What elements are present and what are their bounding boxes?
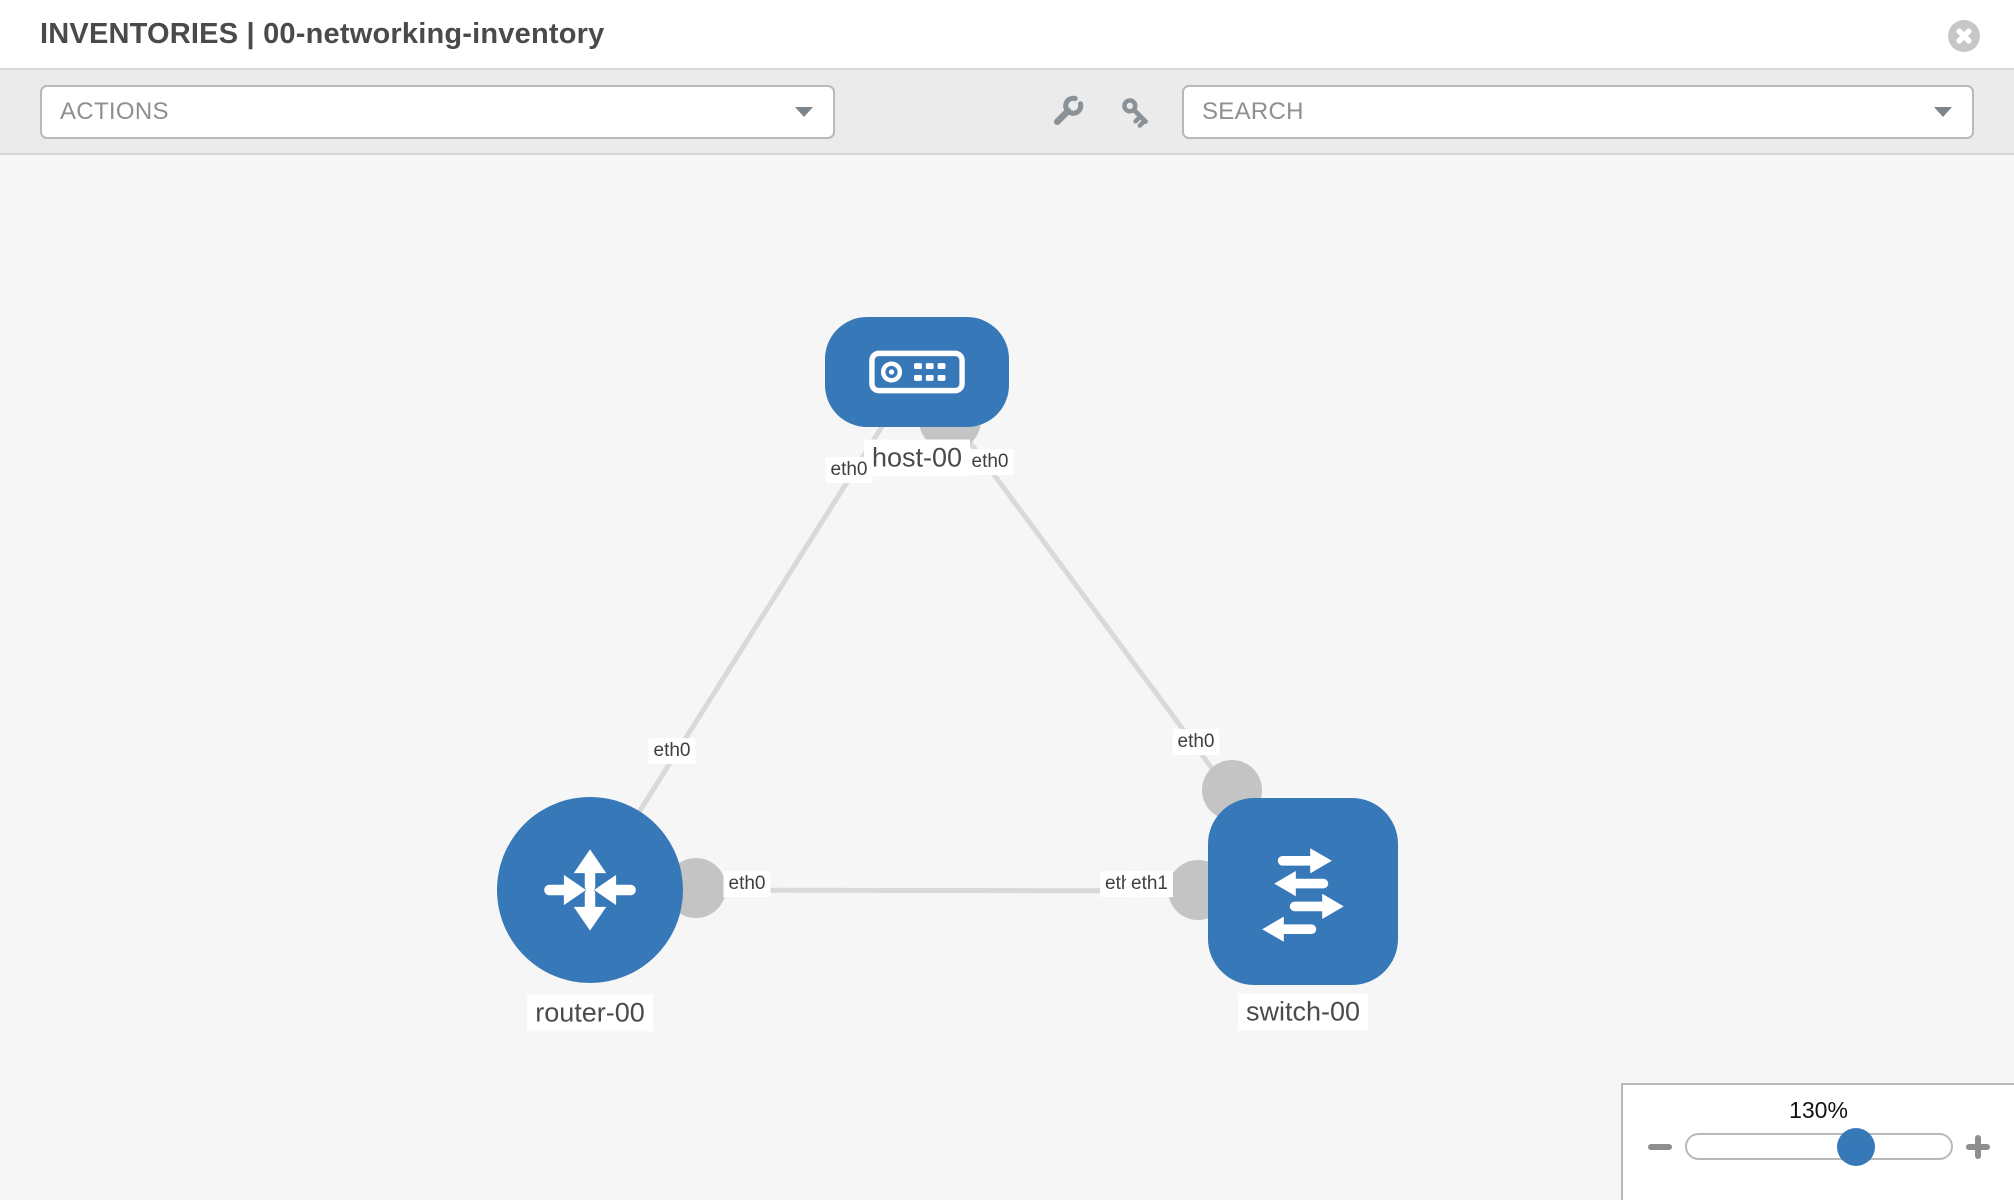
actions-dropdown[interactable]: ACTIONS [40, 84, 835, 139]
search-placeholder: SEARCH [1202, 97, 1304, 125]
node-switch-00[interactable] [1208, 798, 1398, 985]
node-label-host: host-00 [863, 439, 971, 477]
actions-dropdown-label: ACTIONS [60, 97, 169, 125]
page-title: INVENTORIES | 00-networking-inventory [40, 17, 605, 50]
if-label-router-link-eth0: eth0 [648, 738, 696, 764]
search-dropdown[interactable]: SEARCH [1182, 84, 1974, 139]
zoom-level-value: 130% [1789, 1097, 1848, 1123]
zoom-in-button[interactable] [1965, 1134, 1990, 1159]
node-label-router: router-00 [527, 994, 653, 1032]
if-label-switch-top-eth0: eth0 [1172, 729, 1220, 755]
close-icon[interactable] [1946, 18, 1982, 54]
toolbar-tools [1049, 94, 1154, 130]
chevron-down-icon [1934, 106, 1952, 117]
header: INVENTORIES | 00-networking-inventory [0, 0, 2014, 70]
host-icon [869, 350, 965, 394]
node-label-switch: switch-00 [1237, 993, 1369, 1031]
node-router-00[interactable] [497, 797, 683, 983]
toolbar: ACTIONS SEARCH [0, 70, 2014, 155]
node-host-00[interactable] [825, 317, 1009, 427]
chevron-down-icon [795, 106, 813, 117]
links-layer [587, 369, 1306, 920]
router-icon [544, 849, 636, 931]
zoom-slider-track[interactable] [1684, 1127, 1953, 1166]
if-label-switch-eth1: eth1 [1126, 871, 1173, 897]
switch-icon [1262, 847, 1344, 942]
topology-canvas[interactable]: host-00 router-00 switch-00 eth0 eth0 et… [0, 155, 2014, 1200]
key-icon[interactable] [1118, 94, 1154, 130]
if-label-router-eth0-mid: eth0 [723, 871, 771, 897]
zoom-slider-thumb[interactable] [1836, 1127, 1875, 1166]
if-label-host-eth0-right: eth0 [966, 449, 1014, 475]
zoom-out-button[interactable] [1647, 1143, 1672, 1150]
if-label-host-eth0-left: eth0 [825, 457, 873, 483]
zoom-panel: 130% [1621, 1083, 2014, 1200]
zoom-controls [1623, 1127, 2014, 1166]
wrench-icon[interactable] [1049, 94, 1085, 130]
